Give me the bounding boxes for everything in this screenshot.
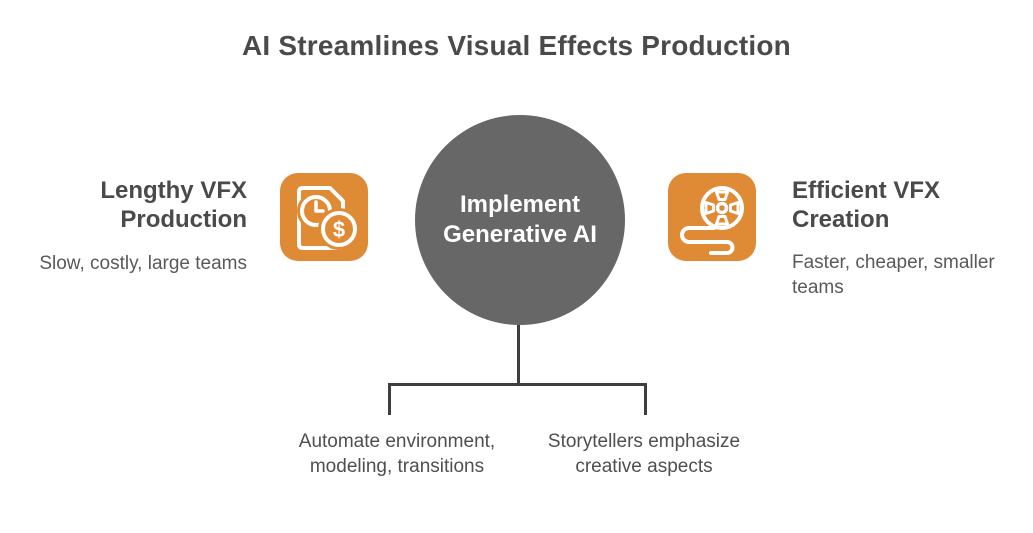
outcome-label-left: Automate environment, modeling, transiti…	[298, 431, 496, 477]
outcome-label-right: Storytellers emphasize creative aspects	[547, 431, 741, 477]
page-title: AI Streamlines Visual Effects Production	[242, 30, 791, 61]
left-item-description: Slow, costly, large teams	[39, 253, 247, 274]
left-item-heading: Lengthy VFX Production	[100, 177, 247, 233]
connector-horizontal-line	[388, 383, 647, 386]
svg-text:$: $	[333, 217, 345, 242]
connector-left-drop-line	[388, 383, 391, 415]
center-node: Implement Generative AI	[415, 115, 625, 325]
connector-stem-line	[517, 325, 520, 385]
left-icon-card: $	[280, 173, 368, 261]
film-reel-icon	[680, 186, 744, 255]
center-node-label: Implement Generative AI	[443, 191, 597, 248]
document-clock-dollar-icon: $	[297, 186, 360, 250]
right-item-description: Faster, cheaper, smaller teams	[792, 252, 995, 298]
right-item-heading: Efficient VFX Creation	[792, 177, 941, 233]
right-icon-card	[668, 173, 756, 261]
connector-right-drop-line	[644, 383, 647, 415]
